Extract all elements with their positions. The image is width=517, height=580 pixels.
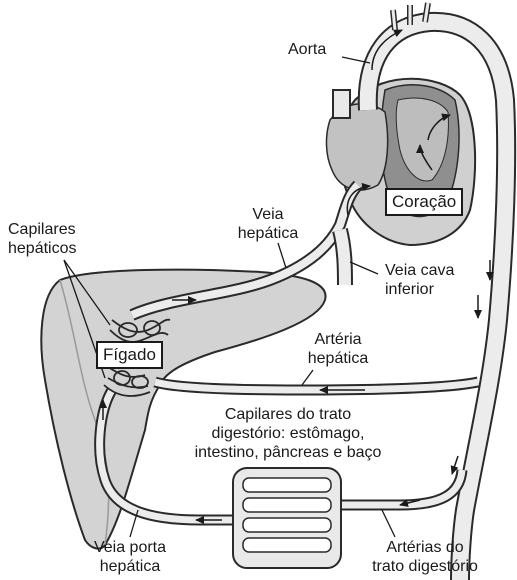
label-veia-hepatica-l1: Veia	[228, 205, 308, 224]
label-arteria-hepatica: Artéria hepática	[298, 330, 378, 368]
label-veia-porta: Veia porta hepática	[70, 538, 190, 576]
label-arteria-hepatica-l1: Artéria	[298, 330, 378, 349]
label-capilares-hepaticos-l2: hepáticos	[8, 239, 77, 258]
label-arterias-trato: Artérias do trato digestório	[350, 538, 500, 576]
label-figado-box: Fígado	[96, 341, 163, 369]
label-veia-cava-inferior-l1: Veia cava	[385, 261, 454, 280]
label-veia-cava-inferior: Veia cava inferior	[385, 261, 454, 299]
label-capilares-trato-l3: intestino, pâncreas e baço	[178, 443, 398, 462]
label-capilares-hepaticos: Capilares hepáticos	[8, 220, 77, 258]
label-capilares-trato-l2: digestório: estômago,	[178, 424, 398, 443]
label-arterias-trato-l2: trato digestório	[350, 557, 500, 576]
label-veia-hepatica-l2: hepática	[228, 224, 308, 243]
digestive-capillary-bed	[233, 468, 341, 568]
label-arterias-trato-l1: Artérias do	[350, 538, 500, 557]
label-veia-porta-l1: Veia porta	[70, 538, 190, 557]
label-veia-cava-inferior-l2: inferior	[385, 280, 454, 299]
label-arteria-hepatica-l2: hepática	[298, 349, 378, 368]
label-coracao-box: Coração	[385, 188, 463, 216]
label-capilares-hepaticos-l1: Capilares	[8, 220, 77, 239]
label-aorta: Aorta	[288, 40, 326, 59]
label-veia-hepatica: Veia hepática	[228, 205, 308, 243]
label-capilares-trato-l1: Capilares do trato	[178, 405, 398, 424]
label-capilares-trato: Capilares do trato digestório: estômago,…	[178, 405, 398, 462]
hepatic-artery-vessel	[155, 382, 478, 390]
label-veia-porta-l2: hepática	[70, 557, 190, 576]
